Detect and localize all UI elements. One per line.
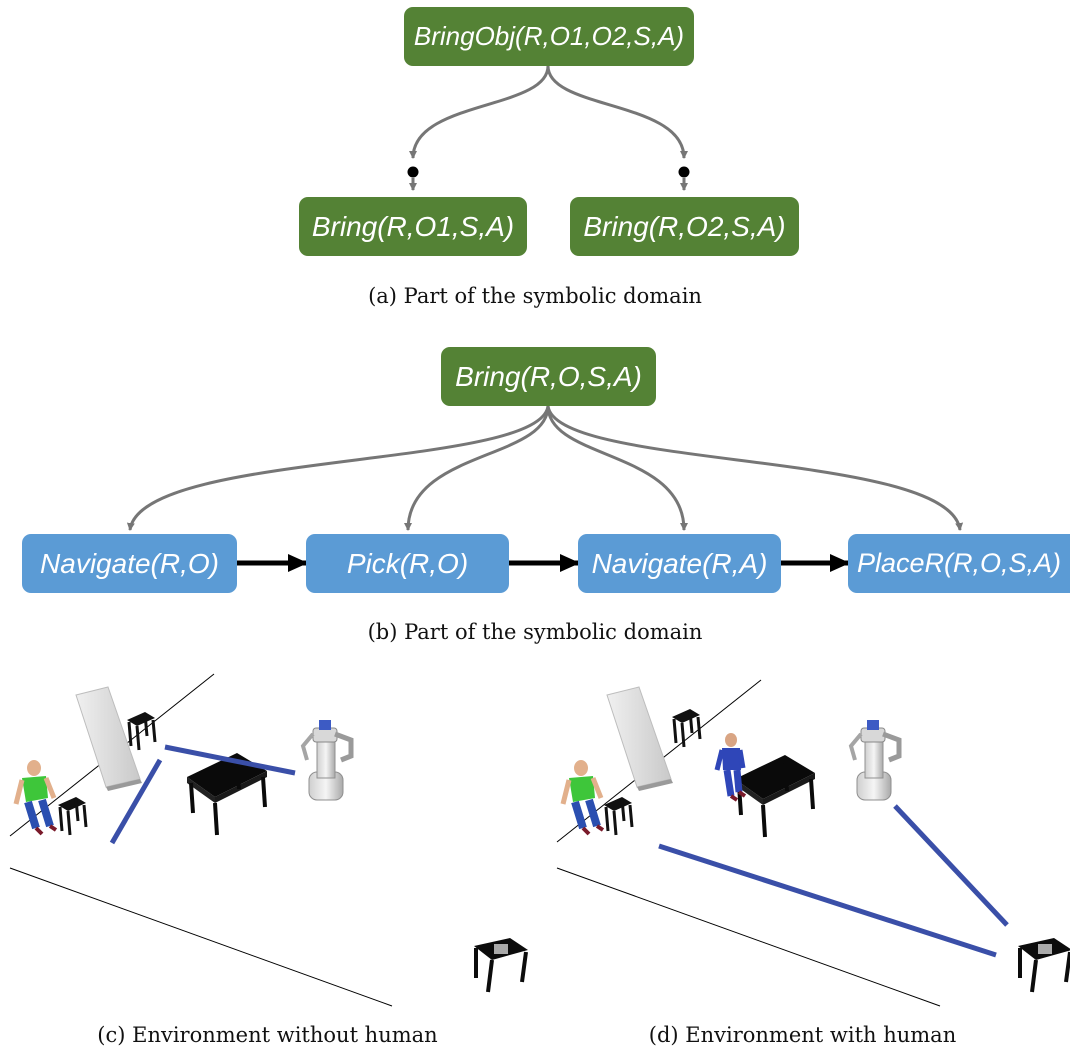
robot-path bbox=[893, 804, 1009, 927]
decomposition-edge-1 bbox=[126, 405, 550, 531]
panel-a-connectors bbox=[407, 65, 690, 191]
side-table bbox=[670, 707, 702, 749]
decomposition-edge-left bbox=[409, 65, 550, 159]
decomposition-edge-3 bbox=[546, 405, 688, 531]
navigate-ra-action-node: Navigate(R,A) bbox=[578, 534, 781, 593]
decomposition-edge-right bbox=[546, 65, 688, 159]
panel-d-caption: (d) Environment with human bbox=[648, 1023, 957, 1047]
robot-path bbox=[658, 843, 997, 958]
environment-without-human-scene bbox=[9, 673, 530, 1007]
bring-o1-method-node: Bring(R,O1,S,A) bbox=[299, 197, 527, 256]
panel-b-connectors bbox=[126, 405, 964, 572]
bringobj-method-node: BringObj(R,O1,O2,S,A) bbox=[404, 7, 694, 66]
panel-c-caption: (c) Environment without human bbox=[97, 1023, 438, 1047]
pick-action-node: Pick(R,O) bbox=[306, 534, 509, 593]
target-table bbox=[1016, 936, 1070, 994]
table bbox=[733, 753, 817, 839]
ordering-dot-left bbox=[407, 166, 419, 178]
side-table bbox=[125, 710, 157, 752]
side-table bbox=[56, 795, 88, 837]
human-figure bbox=[16, 760, 56, 834]
ordering-dot-right bbox=[678, 166, 690, 178]
panel-b-caption: (b) Part of the symbolic domain bbox=[367, 620, 703, 644]
human-figure bbox=[563, 760, 603, 834]
bring-method-node: Bring(R,O,S,A) bbox=[441, 347, 656, 406]
environment-with-human-scene bbox=[556, 679, 1070, 1007]
target-table bbox=[472, 936, 530, 994]
robot bbox=[303, 720, 351, 800]
decomposition-edge-4 bbox=[546, 405, 964, 531]
room-edge-line bbox=[9, 867, 393, 1007]
robot bbox=[851, 720, 899, 800]
whiteboard bbox=[606, 686, 674, 792]
room-edge-line bbox=[556, 867, 941, 1007]
panel-a-caption: (a) Part of the symbolic domain bbox=[368, 284, 702, 308]
placer-action-node: PlaceR(R,O,S,A) bbox=[848, 534, 1070, 593]
side-table bbox=[602, 795, 634, 837]
bring-o2-method-node: Bring(R,O2,S,A) bbox=[570, 197, 799, 256]
navigate-ro-action-node: Navigate(R,O) bbox=[22, 534, 237, 593]
robot-path bbox=[109, 758, 163, 845]
robot-path bbox=[164, 744, 296, 776]
human-figure-blue bbox=[717, 733, 745, 800]
decomposition-edge-2 bbox=[404, 405, 550, 531]
